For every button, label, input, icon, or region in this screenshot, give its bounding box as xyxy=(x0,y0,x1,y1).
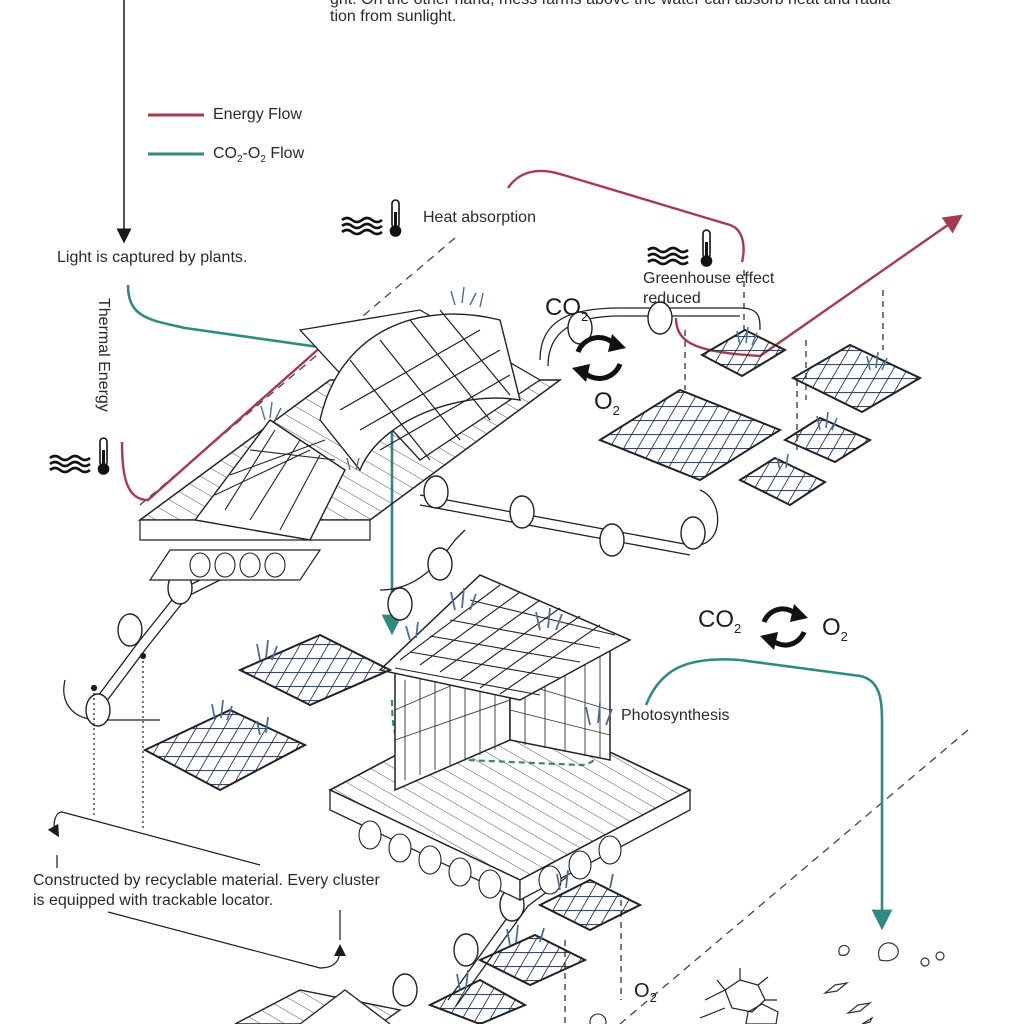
recyclable-label-line1: Constructed by recyclable material. Ever… xyxy=(33,872,380,889)
o2-label-right: O2 xyxy=(822,614,848,644)
co2-label-upper: CO2 xyxy=(545,294,589,324)
co2-label-right: CO2 xyxy=(698,606,742,636)
o2-label-bottom: O2 xyxy=(634,980,657,1005)
photosynthesis-label: Photosynthesis xyxy=(621,707,730,724)
o2-label-upper: O2 xyxy=(594,388,620,418)
dashed-guide xyxy=(619,729,969,1024)
top-note-line2: tion from sunlight. xyxy=(330,8,457,25)
greenhouse-label-line1: Greenhouse effect xyxy=(643,270,775,287)
light-captured-label: Light is captured by plants. xyxy=(57,249,248,266)
leader-lines xyxy=(47,652,346,969)
heat-absorption-label: Heat absorption xyxy=(423,209,536,226)
greenhouse-platform-upper xyxy=(137,286,563,581)
co2-flow-line xyxy=(644,658,893,931)
fish-icon xyxy=(822,942,945,1024)
top-note-line1: ght. On the other hand, mess farms above… xyxy=(330,0,890,10)
o2-bubble xyxy=(589,1013,607,1024)
energy-flow-line xyxy=(120,329,341,502)
thermal-energy-label: Thermal Energy xyxy=(95,298,112,412)
co2-flow-label: CO2-O2 Flow xyxy=(213,145,305,166)
farm-grids-bottom xyxy=(234,869,643,1024)
recyclable-label-line2: is equipped with trackable locator. xyxy=(33,892,274,909)
farm-grids-upper-right xyxy=(597,326,923,507)
house-platform xyxy=(328,574,692,902)
greenhouse-label-line2: reduced xyxy=(643,290,701,307)
molecule-icon xyxy=(699,968,779,1024)
energy-flow-line xyxy=(507,169,745,263)
energy-flow-label: Energy Flow xyxy=(213,106,302,123)
farm-grids-left xyxy=(142,633,393,792)
